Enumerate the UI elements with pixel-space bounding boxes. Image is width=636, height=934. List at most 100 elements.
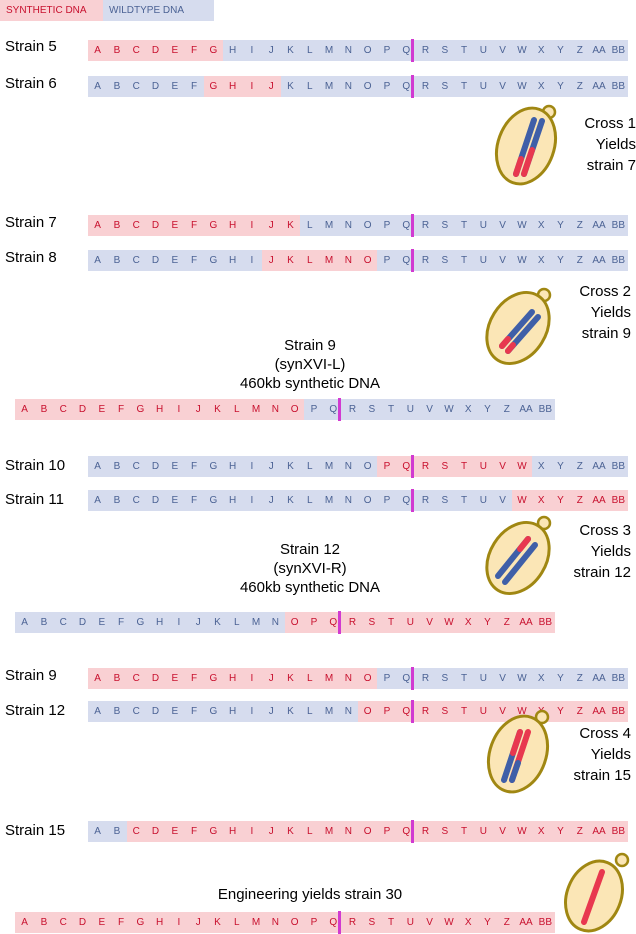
segment-bb: BB <box>538 917 553 928</box>
segment-d: D <box>151 673 160 684</box>
strain-11-label: Strain 11 <box>5 491 64 508</box>
segment-r: R <box>421 81 430 92</box>
segment-o: O <box>363 495 372 506</box>
segment-r: R <box>421 220 430 231</box>
segment-n: N <box>344 220 352 231</box>
segment-f: F <box>191 673 198 684</box>
segment-e: E <box>171 826 179 837</box>
segment-aa: AA <box>519 917 533 928</box>
segment-h: H <box>156 617 164 628</box>
segment-i: I <box>250 45 254 56</box>
segment-w: W <box>444 917 454 928</box>
segment-c: C <box>59 617 67 628</box>
segment-e: E <box>171 220 179 231</box>
segment-d: D <box>78 617 87 628</box>
centromere-marker <box>411 75 415 98</box>
segment-d: D <box>151 826 160 837</box>
segment-x: X <box>537 81 545 92</box>
synthetic-region <box>88 668 378 689</box>
segment-g: G <box>209 673 218 684</box>
segment-l: L <box>234 404 240 415</box>
wildtype-region <box>377 668 628 689</box>
segment-y: Y <box>484 404 491 415</box>
segment-p: P <box>383 495 391 506</box>
segment-t: T <box>388 917 395 928</box>
synthetic-region <box>15 399 305 420</box>
cross-2-line-3: strain 9 <box>581 325 631 342</box>
wildtype-region <box>88 701 358 722</box>
segment-s: S <box>441 220 449 231</box>
segment-j: J <box>268 461 274 472</box>
segment-v: V <box>499 673 506 684</box>
centromere-marker <box>411 820 415 843</box>
segment-c: C <box>132 495 140 506</box>
segment-y: Y <box>557 461 564 472</box>
strain-12-caption: Strain 12 (synXVI-R) 460kb synthetic DNA <box>195 540 425 597</box>
segment-n: N <box>344 45 352 56</box>
wildtype-region <box>304 399 555 420</box>
segment-l: L <box>307 81 313 92</box>
segment-f: F <box>118 617 125 628</box>
segment-b: B <box>40 617 48 628</box>
segment-t: T <box>461 706 468 717</box>
segment-a: A <box>94 673 101 684</box>
segment-i: I <box>250 826 254 837</box>
segment-l: L <box>234 917 240 928</box>
segment-z: Z <box>503 617 510 628</box>
segment-aa: AA <box>592 255 606 266</box>
segment-a: A <box>94 461 101 472</box>
segment-m: M <box>324 495 334 506</box>
segment-i: I <box>250 495 254 506</box>
segment-b: B <box>113 255 121 266</box>
segment-m: M <box>324 826 334 837</box>
strain-12-label: Strain 12 <box>5 702 66 719</box>
segment-p: P <box>383 826 391 837</box>
segment-w: W <box>517 45 527 56</box>
strain-5-label: Strain 5 <box>5 38 57 55</box>
segment-p: P <box>383 81 391 92</box>
segment-u: U <box>479 495 487 506</box>
segment-k: K <box>214 917 221 928</box>
segment-f: F <box>118 404 125 415</box>
segment-a: A <box>94 81 101 92</box>
segment-v: V <box>499 495 506 506</box>
segment-b: B <box>40 404 48 415</box>
segment-aa: AA <box>519 617 533 628</box>
segment-c: C <box>59 917 67 928</box>
segment-l: L <box>307 495 313 506</box>
segment-q: Q <box>402 220 411 231</box>
segment-d: D <box>151 255 160 266</box>
synthetic-region <box>512 490 628 511</box>
segment-p: P <box>383 673 391 684</box>
segment-g: G <box>136 404 145 415</box>
segment-k: K <box>287 826 294 837</box>
segment-u: U <box>406 917 414 928</box>
segment-o: O <box>363 81 372 92</box>
segment-z: Z <box>576 495 583 506</box>
segment-i: I <box>177 617 181 628</box>
segment-k: K <box>287 81 294 92</box>
segment-r: R <box>421 461 430 472</box>
segment-x: X <box>537 255 545 266</box>
centromere-marker <box>338 611 342 634</box>
segment-x: X <box>464 617 472 628</box>
yeast-cell-cross-1-icon <box>495 104 557 186</box>
segment-z: Z <box>576 45 583 56</box>
segment-y: Y <box>557 255 564 266</box>
segment-b: B <box>113 826 121 837</box>
strain-6-label: Strain 6 <box>5 75 57 92</box>
segment-f: F <box>118 917 125 928</box>
segment-w: W <box>517 220 527 231</box>
centromere-marker <box>338 911 342 934</box>
centromere-marker <box>411 700 415 723</box>
segment-k: K <box>287 220 294 231</box>
segment-k: K <box>214 404 221 415</box>
segment-p: P <box>383 255 391 266</box>
segment-v: V <box>499 45 506 56</box>
segment-g: G <box>209 495 218 506</box>
